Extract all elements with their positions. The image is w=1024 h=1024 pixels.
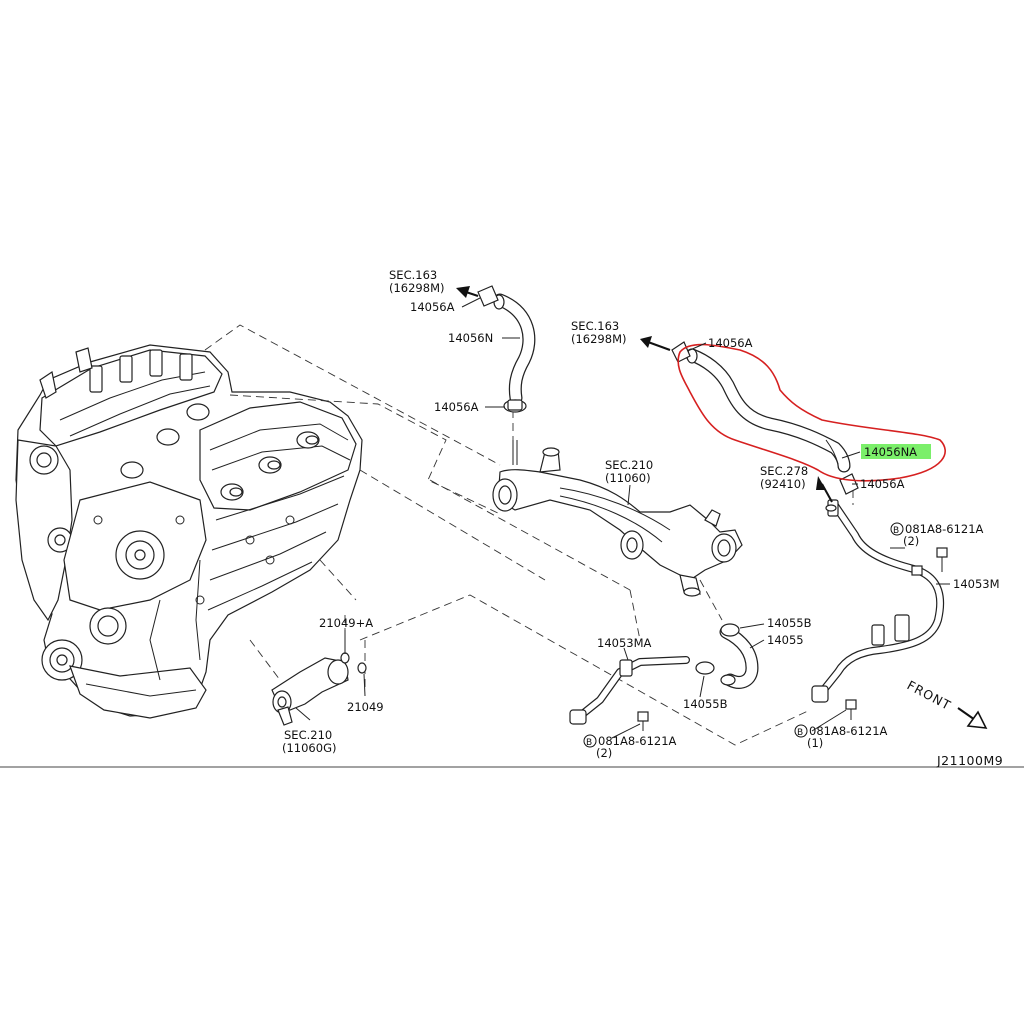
- label-bolt-c-code: 081A8-6121A: [809, 724, 888, 738]
- label-14056n: 14056N: [448, 331, 493, 345]
- leader-lines: [204, 324, 854, 746]
- bolt-b: [637, 711, 649, 731]
- water-outlet-11060: [492, 440, 743, 597]
- thermostat-housing-11060g: [271, 657, 349, 726]
- label-16298m-top: (16298M): [389, 281, 444, 295]
- arrow-to-sec278: [816, 476, 833, 503]
- label-sec210-mid: SEC.210: [605, 458, 653, 472]
- bolt-a: [911, 547, 948, 576]
- label-14056a-top: 14056A: [410, 300, 455, 314]
- label-sec163-right: SEC.163: [571, 319, 619, 333]
- bolt-symbol-c: [794, 724, 808, 738]
- label-sec210-low: SEC.210: [284, 728, 332, 742]
- bolt-symbol-a: [890, 522, 904, 536]
- label-14056a-low: 14056A: [860, 477, 905, 491]
- label-bolt-b-code: 081A8-6121A: [598, 734, 677, 748]
- pipe-14053m: [811, 499, 945, 703]
- label-leaders: [295, 297, 950, 739]
- clamp-top: [477, 285, 499, 307]
- bolt-symbol-b: [583, 734, 597, 748]
- bolt-c: [845, 699, 857, 720]
- diagram-id: J21100M9: [936, 753, 1003, 768]
- o-rings: [340, 652, 367, 674]
- label-92410: (92410): [760, 477, 806, 491]
- label-sec163-top: SEC.163: [389, 268, 437, 282]
- bolt-symbol-c-letter: B: [797, 728, 803, 738]
- hose-14055: [719, 623, 759, 689]
- label-bolt-a-code: 081A8-6121A: [905, 522, 984, 536]
- pipe-14053ma: [569, 656, 715, 725]
- clamp-mid: [503, 399, 527, 413]
- hose-14056na: [685, 348, 851, 473]
- front-arrow-icon: [957, 707, 988, 729]
- label-21049a: 21049+A: [319, 616, 373, 630]
- label-bolt-c-qty: (1): [807, 736, 823, 750]
- bolt-symbol-b-letter: B: [586, 738, 592, 748]
- label-14053m: 14053M: [953, 577, 1000, 591]
- bolt-symbol-a-letter: B: [893, 526, 899, 536]
- label-11060g: (11060G): [282, 741, 336, 755]
- label-14055b-top: 14055B: [767, 616, 812, 630]
- label-14056na-highlight: [861, 444, 931, 459]
- label-11060: (11060): [605, 471, 651, 485]
- highlight-outline: [677, 343, 946, 482]
- engine-assembly: [15, 344, 363, 719]
- label-bolt-a-qty: (2): [903, 534, 919, 548]
- label-14056na: 14056NA: [864, 445, 917, 459]
- label-14055: 14055: [767, 633, 804, 647]
- label-front: FRONT: [905, 677, 954, 713]
- label-14056a-right: 14056A: [708, 336, 753, 350]
- label-14055b-low: 14055B: [683, 697, 728, 711]
- label-bolt-b-qty: (2): [596, 746, 612, 760]
- label-21049: 21049: [347, 700, 384, 714]
- label-16298m-right: (16298M): [571, 332, 626, 346]
- label-14053ma: 14053MA: [597, 636, 652, 650]
- hose-14056n: [493, 293, 536, 405]
- arrow-to-sec163-top: [456, 286, 479, 298]
- label-14056a-mid: 14056A: [434, 400, 479, 414]
- arrow-to-sec163-right: [640, 336, 671, 351]
- label-sec278: SEC.278: [760, 464, 808, 478]
